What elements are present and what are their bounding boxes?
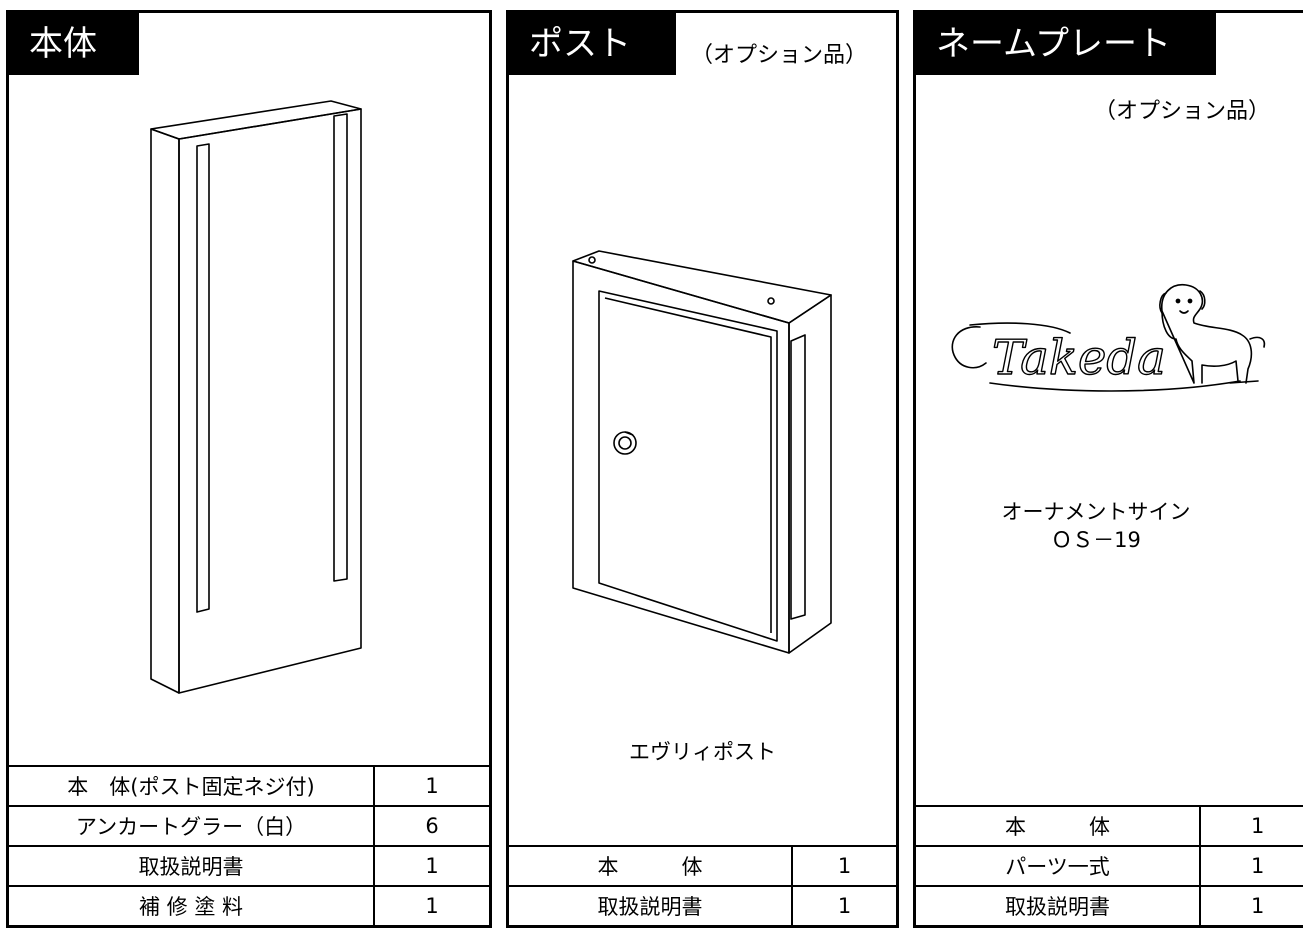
part-name: 本 体(ポスト固定ネジ付) xyxy=(9,765,374,806)
panel-post: ポスト （オプション品） エヴリィポスト 本 体 1 取扱説明書 1 xyxy=(506,10,899,928)
table-row: 補 修 塗 料 1 xyxy=(9,885,489,925)
post-illustration xyxy=(572,250,832,654)
table-row: アンカートグラー（白） 6 xyxy=(9,805,489,846)
panel-nameplate: ネームプレート （オプション品） Takeda オーナメントサイン ＯＳ－19 … xyxy=(913,10,1303,928)
post-parts-table: 本 体 1 取扱説明書 1 xyxy=(509,845,896,925)
nameplate-logo: Takeda xyxy=(951,284,1266,392)
nameplate-caption-line1: オーナメントサイン xyxy=(1001,500,1191,524)
part-name: 本 体 xyxy=(916,805,1200,846)
post-caption: エヴリィポスト xyxy=(629,740,776,764)
table-row: 取扱説明書 1 xyxy=(509,885,896,925)
part-name: パーツ一式 xyxy=(916,845,1200,886)
part-qty: 1 xyxy=(1199,885,1303,925)
nameplate-parts-table: 本 体 1 パーツ一式 1 取扱説明書 1 xyxy=(916,805,1303,925)
part-name: アンカートグラー（白） xyxy=(9,805,374,846)
main-body-parts-table: 本 体(ポスト固定ネジ付) 1 アンカートグラー（白） 6 取扱説明書 1 補 … xyxy=(9,765,489,925)
panel-title-main-body: 本体 xyxy=(9,13,139,75)
part-name: 取扱説明書 xyxy=(916,885,1200,925)
part-qty: 1 xyxy=(791,885,896,925)
panel-title-post: ポスト xyxy=(509,13,676,75)
part-qty: 1 xyxy=(373,885,489,925)
panel-main-body: 本体 本 体(ポスト固定ネジ付) 1 アンカートグラー（白） 6 取扱説明書 1… xyxy=(6,10,492,928)
nameplate-caption-line2: ＯＳ－19 xyxy=(1051,528,1141,552)
part-qty: 6 xyxy=(373,805,489,846)
table-row: パーツ一式 1 xyxy=(916,845,1303,886)
table-row: 本 体 1 xyxy=(509,845,896,886)
table-row: 取扱説明書 1 xyxy=(916,885,1303,925)
table-row: 本 体(ポスト固定ネジ付) 1 xyxy=(9,765,489,806)
part-name: 取扱説明書 xyxy=(9,845,374,886)
part-qty: 1 xyxy=(1199,805,1303,846)
panel-title-nameplate: ネームプレート xyxy=(916,13,1216,75)
post-option-label: （オプション品） xyxy=(691,43,868,68)
part-qty: 1 xyxy=(373,765,489,806)
table-row: 取扱説明書 1 xyxy=(9,845,489,886)
main-body-illustration xyxy=(150,100,362,694)
part-name: 本 体 xyxy=(509,845,792,886)
part-name: 補 修 塗 料 xyxy=(9,885,374,925)
part-qty: 1 xyxy=(373,845,489,886)
part-name: 取扱説明書 xyxy=(509,885,792,925)
nameplate-logo-text: Takeda xyxy=(992,330,1166,386)
part-qty: 1 xyxy=(1199,845,1303,886)
part-qty: 1 xyxy=(791,845,896,886)
nameplate-option-label: （オプション品） xyxy=(1094,99,1271,124)
table-row: 本 体 1 xyxy=(916,805,1303,846)
